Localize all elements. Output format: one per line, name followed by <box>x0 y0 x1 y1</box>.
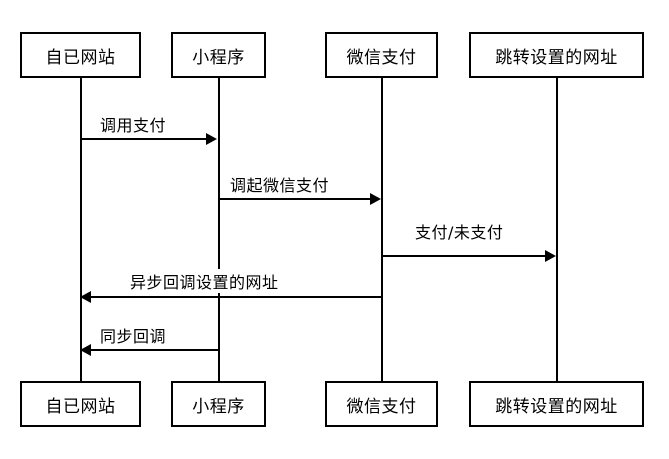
footer-box-wechatpay[interactable]: 微信支付 <box>325 381 438 427</box>
participant-box-site[interactable]: 自已网站 <box>20 32 141 78</box>
message-line-m3 <box>381 255 545 257</box>
message-label-m3: 支付/未支付 <box>413 219 506 243</box>
arrow-head-m2 <box>370 193 381 205</box>
footer-label-redirect: 跳转设置的网址 <box>495 396 618 417</box>
footer-label-site: 自已网站 <box>45 396 116 417</box>
message-line-m1 <box>80 138 206 140</box>
participant-label-miniprogram: 小程序 <box>192 47 245 68</box>
participant-box-redirect[interactable]: 跳转设置的网址 <box>469 32 644 78</box>
lifeline-redirect <box>556 78 558 381</box>
message-label-m2: 调起微信支付 <box>228 172 332 196</box>
arrow-head-m5 <box>80 344 91 356</box>
footer-label-miniprogram: 小程序 <box>192 396 245 417</box>
message-line-m2 <box>218 198 370 200</box>
arrow-head-m1 <box>206 133 217 145</box>
participant-label-redirect: 跳转设置的网址 <box>495 47 618 68</box>
message-line-m5 <box>91 349 218 351</box>
arrow-head-m4 <box>80 291 91 303</box>
footer-box-site[interactable]: 自已网站 <box>20 381 141 427</box>
footer-box-redirect[interactable]: 跳转设置的网址 <box>469 381 644 427</box>
message-label-m5: 同步回调 <box>98 323 169 347</box>
lifeline-miniprogram <box>218 78 220 381</box>
arrow-head-m3 <box>545 250 556 262</box>
lifeline-site <box>80 78 82 381</box>
participant-label-wechatpay: 微信支付 <box>346 47 417 68</box>
participant-label-site: 自已网站 <box>45 47 116 68</box>
participant-box-miniprogram[interactable]: 小程序 <box>171 32 266 78</box>
message-label-m4: 异步回调设置的网址 <box>128 269 281 293</box>
lifeline-wechatpay <box>381 78 383 381</box>
message-line-m4 <box>91 296 381 298</box>
participant-box-wechatpay[interactable]: 微信支付 <box>325 32 438 78</box>
footer-box-miniprogram[interactable]: 小程序 <box>171 381 266 427</box>
footer-label-wechatpay: 微信支付 <box>346 396 417 417</box>
message-label-m1: 调用支付 <box>98 112 169 136</box>
